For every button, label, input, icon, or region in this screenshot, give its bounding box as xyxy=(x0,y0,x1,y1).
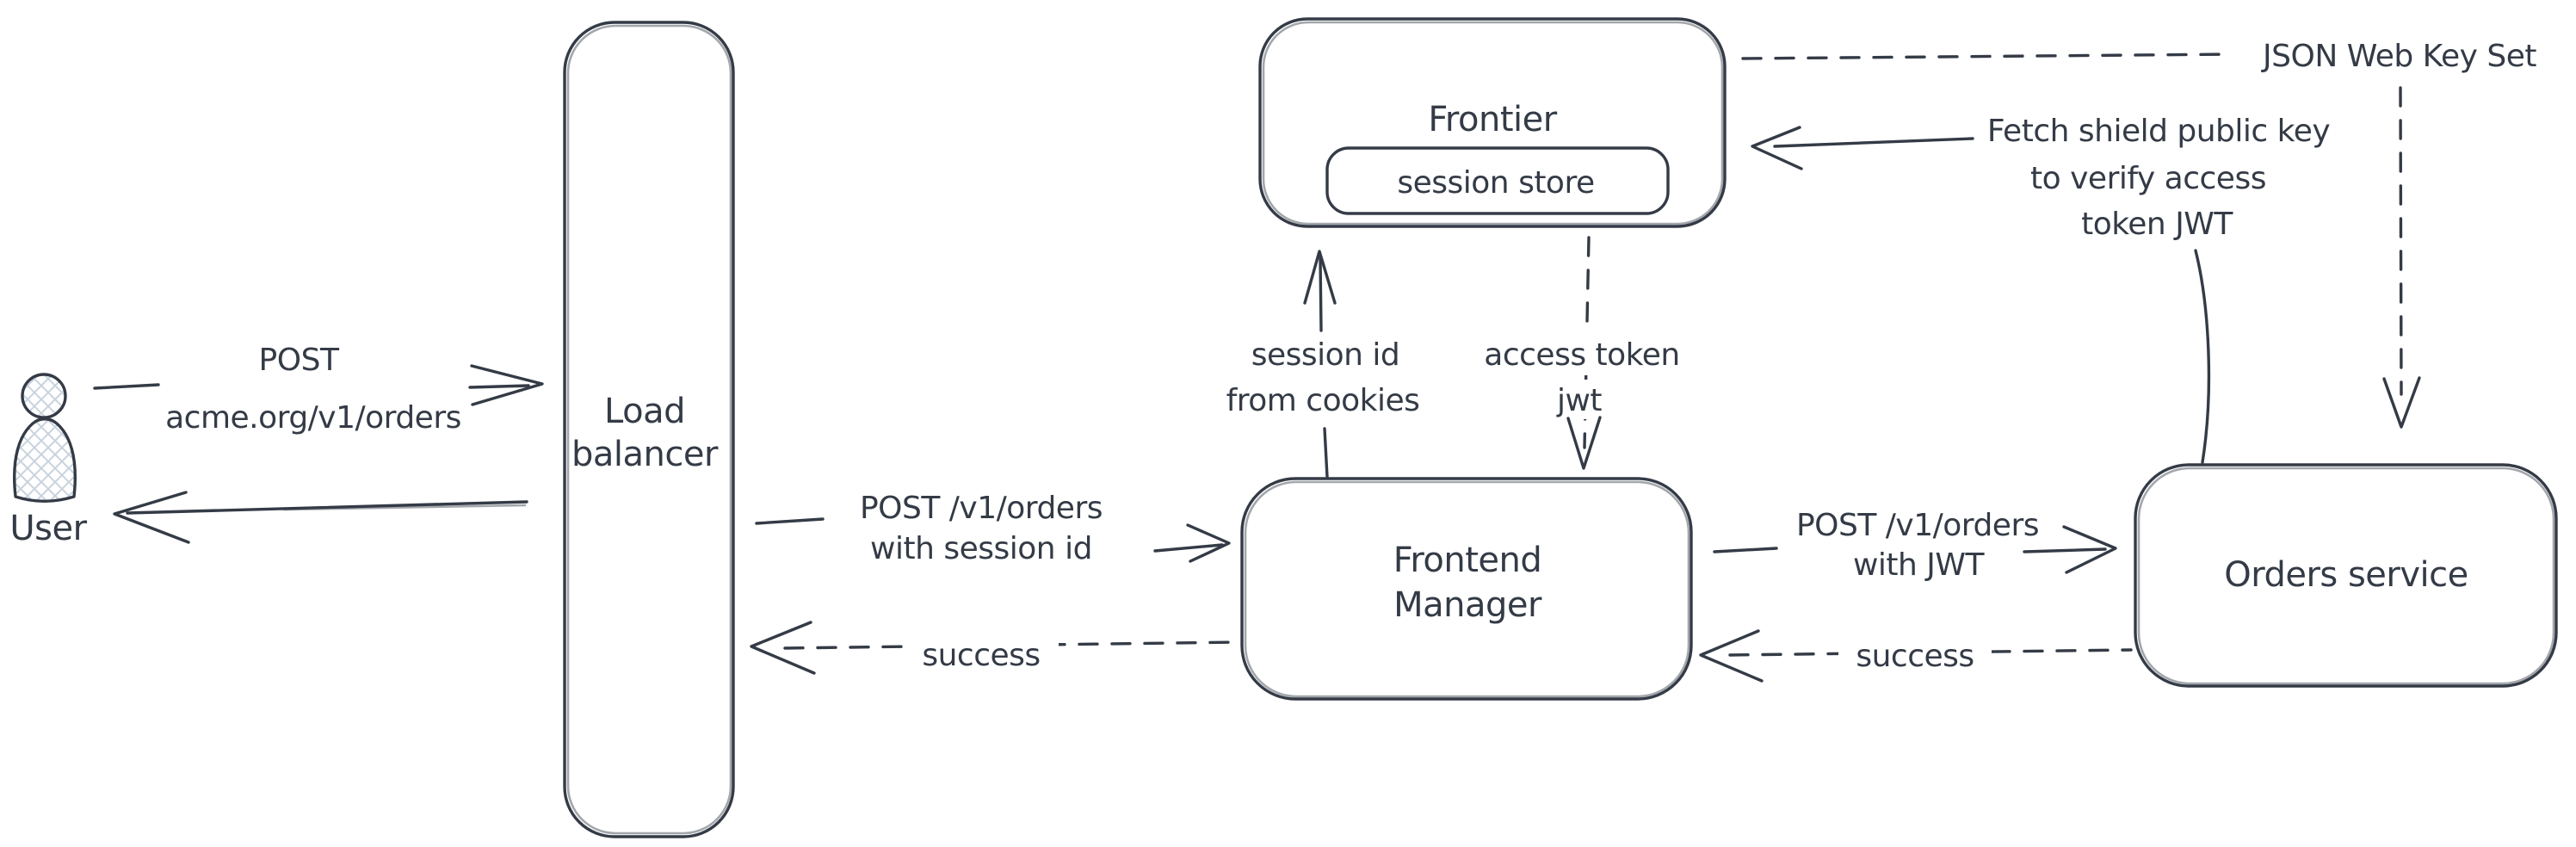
load-balancer-node: Load balancer xyxy=(563,21,735,838)
edge-shaft-dashed-horizontal xyxy=(1741,53,2233,60)
arrowhead-left-icon xyxy=(1751,126,1803,170)
edge-load-balancer-to-frontend-manager: POST /v1/orders with session id xyxy=(755,491,1231,566)
edge-orders-service-to-frontier: Fetch shield public key to verify access… xyxy=(1751,114,2331,464)
arrowhead-down-icon xyxy=(2382,376,2421,429)
frontier-box-sketch xyxy=(1262,21,1724,226)
user-icon-body xyxy=(13,417,77,503)
load-balancer-box xyxy=(563,21,735,838)
edge-shaft-sketch xyxy=(282,504,527,511)
edge-label-line1: POST /v1/orders xyxy=(1796,508,2039,543)
edge-label: success xyxy=(1856,639,1974,674)
edge-user-to-load-balancer: POST acme.org/v1/orders xyxy=(93,343,544,436)
edge-label: success xyxy=(922,638,1040,673)
edge-label-line1: Fetch shield public key xyxy=(1987,114,2331,149)
edge-label-line2: with session id xyxy=(870,531,1092,566)
edge-frontier-to-json-web-key-set: JSON Web Key Set xyxy=(1741,39,2537,429)
orders-service-node: Orders service xyxy=(2134,463,2558,688)
edge-shaft-dashed xyxy=(783,640,1239,650)
label-mask xyxy=(1838,634,1992,674)
edge-label-line2: acme.org/v1/orders xyxy=(165,400,461,436)
arrowhead-left-icon xyxy=(113,491,190,544)
edge-shaft xyxy=(468,384,530,389)
edge-label-line3: token JWT xyxy=(2081,207,2233,242)
edge-label-line1: POST xyxy=(259,343,340,378)
edge-label-line2: with JWT xyxy=(1853,547,1986,583)
orders-service-box-sketch xyxy=(2137,467,2555,685)
frontend-manager-box xyxy=(1240,477,1693,701)
edge-label-line2: from cookies xyxy=(1226,383,1420,418)
arrowhead-right-icon xyxy=(470,364,544,406)
user-icon xyxy=(21,373,67,419)
arrowhead-right-icon xyxy=(2062,525,2117,574)
load-balancer-box-sketch xyxy=(566,24,732,835)
frontend-manager-box-sketch xyxy=(1244,480,1690,698)
user-node: User xyxy=(9,373,88,548)
edge-shaft xyxy=(1319,257,1323,332)
edge-label: JSON Web Key Set xyxy=(2261,39,2536,74)
orders-service-box xyxy=(2134,463,2558,688)
edge-frontier-to-frontend-manager: access token jwt xyxy=(1465,236,1699,470)
label-mask xyxy=(1465,334,1699,375)
edge-label-line1: access token xyxy=(1484,337,1679,373)
edge-frontend-manager-to-orders-service: POST /v1/orders with JWT xyxy=(1713,508,2117,583)
label-mask xyxy=(1545,380,1615,419)
frontend-manager-label-line1: Frontend xyxy=(1393,541,1542,580)
edge-frontend-manager-to-frontier: session id from cookies xyxy=(1226,250,1420,479)
edge-segment xyxy=(93,383,160,390)
edge-label-line2: to verify access xyxy=(2030,161,2266,196)
arrowhead-right-icon xyxy=(1186,523,1231,563)
label-mask xyxy=(905,633,1059,674)
session-store-node: session store xyxy=(1325,146,1670,215)
load-balancer-label-line2: balancer xyxy=(571,435,719,474)
edge-shaft-dashed-vertical xyxy=(2399,86,2403,396)
arrowhead-left-icon xyxy=(1699,629,1764,683)
frontend-manager-node: Frontend Manager xyxy=(1240,477,1693,701)
session-store-box xyxy=(1325,146,1670,215)
session-store-label: session store xyxy=(1397,165,1594,201)
user-label: User xyxy=(9,509,87,548)
edge-frontend-manager-to-load-balancer: success xyxy=(750,621,1239,675)
edge-segment xyxy=(1323,427,1329,479)
arrowhead-left-icon xyxy=(750,621,816,675)
edge-shaft xyxy=(1153,543,1224,553)
arrowhead-up-icon xyxy=(1303,250,1337,305)
edge-load-balancer-to-user xyxy=(113,491,528,544)
frontend-manager-label-line2: Manager xyxy=(1393,585,1542,625)
edge-shaft xyxy=(1773,137,1974,148)
frontier-box xyxy=(1258,17,1727,228)
frontier-node: Frontier session store xyxy=(1258,17,1727,228)
edge-segment xyxy=(755,517,825,525)
edge-orders-service-to-frontend-manager: success xyxy=(1699,629,2133,683)
edge-curve xyxy=(2194,249,2211,464)
edge-shaft xyxy=(126,500,528,515)
load-balancer-label-line1: Load xyxy=(604,392,685,431)
frontier-label: Frontier xyxy=(1428,100,1557,139)
edge-shaft xyxy=(2023,547,2107,553)
arrowhead-down-icon xyxy=(1566,416,1602,470)
edge-segment xyxy=(1713,547,1778,553)
edge-label-line1: POST /v1/orders xyxy=(860,491,1103,526)
edge-label-line1: session id xyxy=(1251,337,1400,373)
orders-service-label: Orders service xyxy=(2224,555,2468,595)
edge-label-line2: jwt xyxy=(1556,383,1602,418)
